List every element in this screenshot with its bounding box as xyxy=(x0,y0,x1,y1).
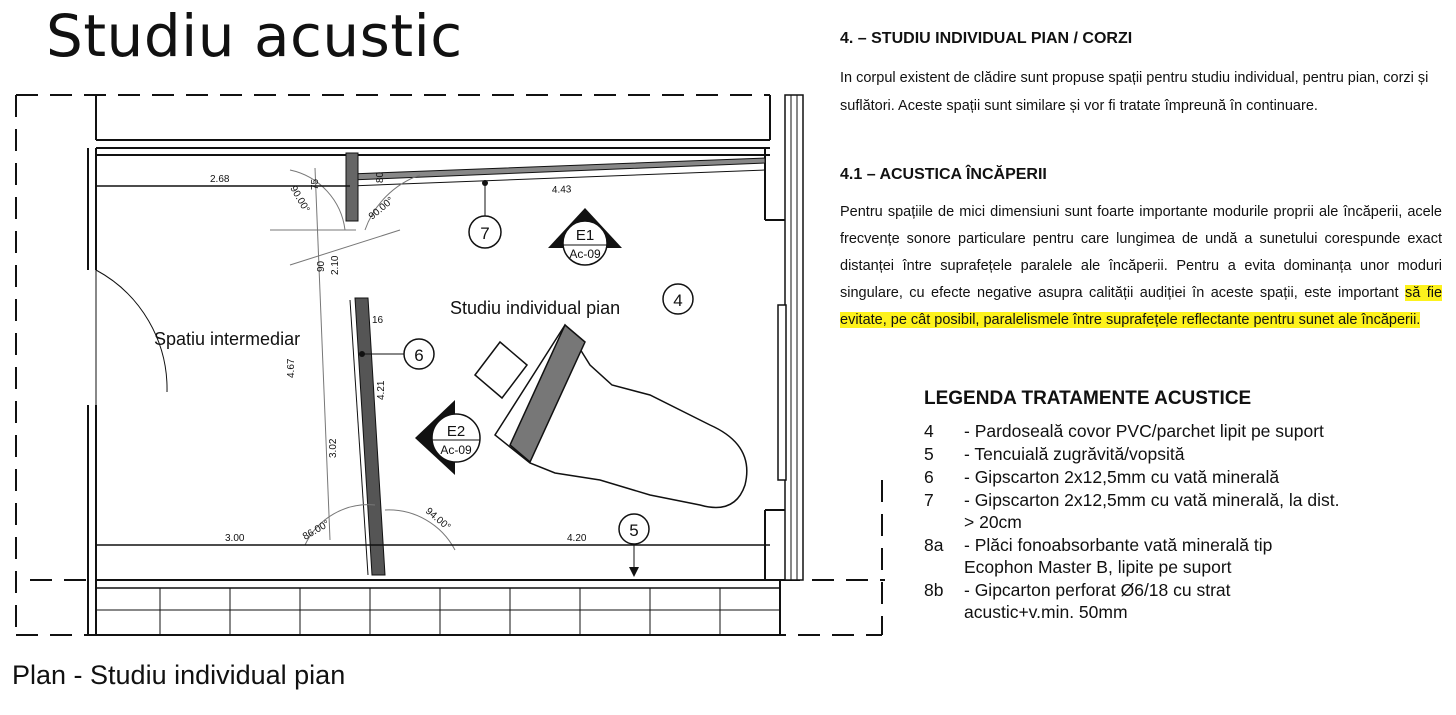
bottom-band xyxy=(95,579,781,636)
legend-item-number: 8b xyxy=(924,580,944,600)
corridor-label: Spatiu intermediar xyxy=(154,329,300,349)
right-wall xyxy=(764,94,804,581)
section-4-paragraph: In corpul existent de clădire sunt propu… xyxy=(840,70,1429,114)
legend-item: 6 - Gipscarton 2x12,5mm cu vată minerală xyxy=(924,466,1344,488)
legend-title: LEGENDA TRATAMENTE ACUSTICE xyxy=(924,388,1252,409)
dim-80: 80 xyxy=(375,171,386,183)
e1-ref: Ac-09 xyxy=(569,247,601,261)
callout-5: 5 xyxy=(618,513,650,577)
callout-7: 7 xyxy=(468,180,502,249)
legend-item: 7 - Gipscarton 2x12,5mm cu vată minerală,… xyxy=(924,489,1344,533)
floor-plan: E1 Ac-09 E2 Ac-09 7 6 5 4 Studiu individ… xyxy=(15,94,885,636)
legend-item-text: - Gipscarton 2x12,5mm cu vată minerală xyxy=(964,467,1280,487)
dim-467: 4.67 xyxy=(286,358,297,378)
legend-item-text: - Plăci fonoabsorbante vată minerală tip… xyxy=(964,535,1273,577)
dim-300: 3.00 xyxy=(225,533,245,544)
e1-label: E1 xyxy=(576,227,594,244)
section-41-title: 4.1 – ACUSTICA ÎNCĂPERII xyxy=(840,166,1047,183)
dim-210: 2.10 xyxy=(330,255,341,275)
dimension-labels: 2.68 4.43 3.00 4.20 90.00° 75 80 90.00° … xyxy=(210,171,587,544)
section-41-paragraph: Pentru spațiile de mici dimensiuni sunt … xyxy=(840,199,1443,334)
e2-ref: Ac-09 xyxy=(440,443,472,457)
section-41-text: Pentru spațiile de mici dimensiuni sunt … xyxy=(840,204,1442,301)
dim-420: 4.20 xyxy=(567,533,587,544)
legend-item-text: - Pardoseală covor PVC/parchet lipit pe … xyxy=(964,421,1324,441)
callout-6: 6 xyxy=(359,338,435,370)
callout-6-label: 6 xyxy=(414,346,423,365)
dim-90: 90 xyxy=(316,260,327,272)
angle-top-2: 90.00° xyxy=(367,195,396,222)
dimension-lines xyxy=(96,185,770,546)
legend-item: 8b - Gipcarton perforat Ø6/18 cu strat ac… xyxy=(924,579,1344,623)
top-wall xyxy=(95,95,771,156)
callout-7-label: 7 xyxy=(480,224,489,243)
dim-75: 75 xyxy=(310,178,321,190)
room-tag: 4 xyxy=(662,283,694,315)
section-marker-e1: E1 Ac-09 xyxy=(548,208,622,266)
legend-item: 4 - Pardoseală covor PVC/parchet lipit pe… xyxy=(924,420,1344,442)
plan-caption: Plan - Studiu individual pian xyxy=(12,660,346,690)
angle-top-1: 90.00° xyxy=(287,184,311,215)
legend: LEGENDA TRATAMENTE ACUSTICE 4 - Pardoseal… xyxy=(924,388,1344,624)
callout-5-label: 5 xyxy=(629,521,638,540)
slide-title: Studiu acustic xyxy=(46,2,463,70)
legend-item-text: - Tencuială zugrăvită/vopsită xyxy=(964,444,1185,464)
legend-item-number: 7 xyxy=(924,490,934,510)
dim-443: 4.43 xyxy=(552,184,572,196)
dim-268: 2.68 xyxy=(210,174,230,185)
dim-16: 16 xyxy=(372,315,384,326)
grand-piano xyxy=(473,323,748,509)
room-tag-label: 4 xyxy=(673,291,682,310)
legend-item-text: - Gipcarton perforat Ø6/18 cu strat acus… xyxy=(964,580,1231,622)
section-4-title: 4. – STUDIU INDIVIDUAL PIAN / CORZI xyxy=(840,30,1133,47)
section-marker-e2: E2 Ac-09 xyxy=(415,400,481,475)
e2-label: E2 xyxy=(447,423,465,440)
angle-bottom-2: 94.00° xyxy=(423,506,452,533)
angled-partition xyxy=(349,297,386,576)
room-label: Studiu individual pian xyxy=(450,298,620,318)
dim-421: 4.21 xyxy=(376,380,387,400)
dim-302: 3.02 xyxy=(328,438,339,458)
legend-item-number: 4 xyxy=(924,421,934,441)
angle-bottom-1: 86.00° xyxy=(301,519,332,543)
legend-item-text: - Gipscarton 2x12,5mm cu vată minerală, … xyxy=(964,490,1340,532)
legend-item: 8a - Plăci fonoabsorbante vată minerală t… xyxy=(924,534,1344,578)
legend-item-number: 5 xyxy=(924,444,934,464)
angled-top-wall xyxy=(345,152,766,222)
left-walls xyxy=(87,148,168,635)
legend-item-number: 8a xyxy=(924,535,944,555)
legend-item-number: 6 xyxy=(924,467,934,487)
legend-item: 5 - Tencuială zugrăvită/vopsită xyxy=(924,443,1344,465)
